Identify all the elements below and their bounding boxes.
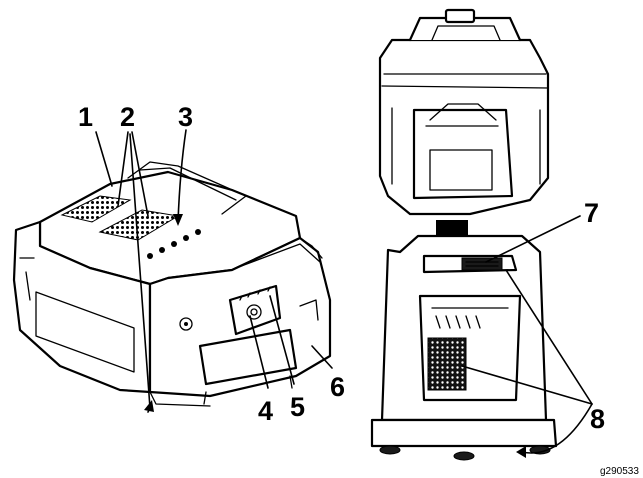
charge-indicator-lights (147, 229, 201, 259)
callout-5: 5 (290, 392, 305, 422)
callout-1: 1 (78, 102, 93, 132)
callout-3: 3 (178, 102, 193, 132)
callout-7: 7 (584, 198, 599, 228)
foot-right (529, 445, 551, 455)
foot-center (453, 451, 475, 461)
battery-check-button (246, 304, 262, 320)
vent-grille-left (60, 195, 132, 223)
callout-4: 4 (258, 396, 273, 426)
callout-8: 8 (590, 404, 605, 434)
handle-grip (444, 8, 476, 24)
charger (370, 234, 558, 461)
front-control-panel (228, 284, 282, 336)
foot-left (379, 445, 401, 455)
release-latch (198, 328, 298, 386)
charger-vent (427, 337, 467, 391)
callout-2: 2 (120, 102, 135, 132)
figure-reference-code: g290533 (600, 466, 639, 477)
battery-inserting (378, 8, 550, 216)
callout-6: 6 (330, 372, 345, 402)
battery-pack (12, 161, 332, 407)
charger-contacts (461, 257, 503, 271)
leader-lines (95, 129, 593, 458)
